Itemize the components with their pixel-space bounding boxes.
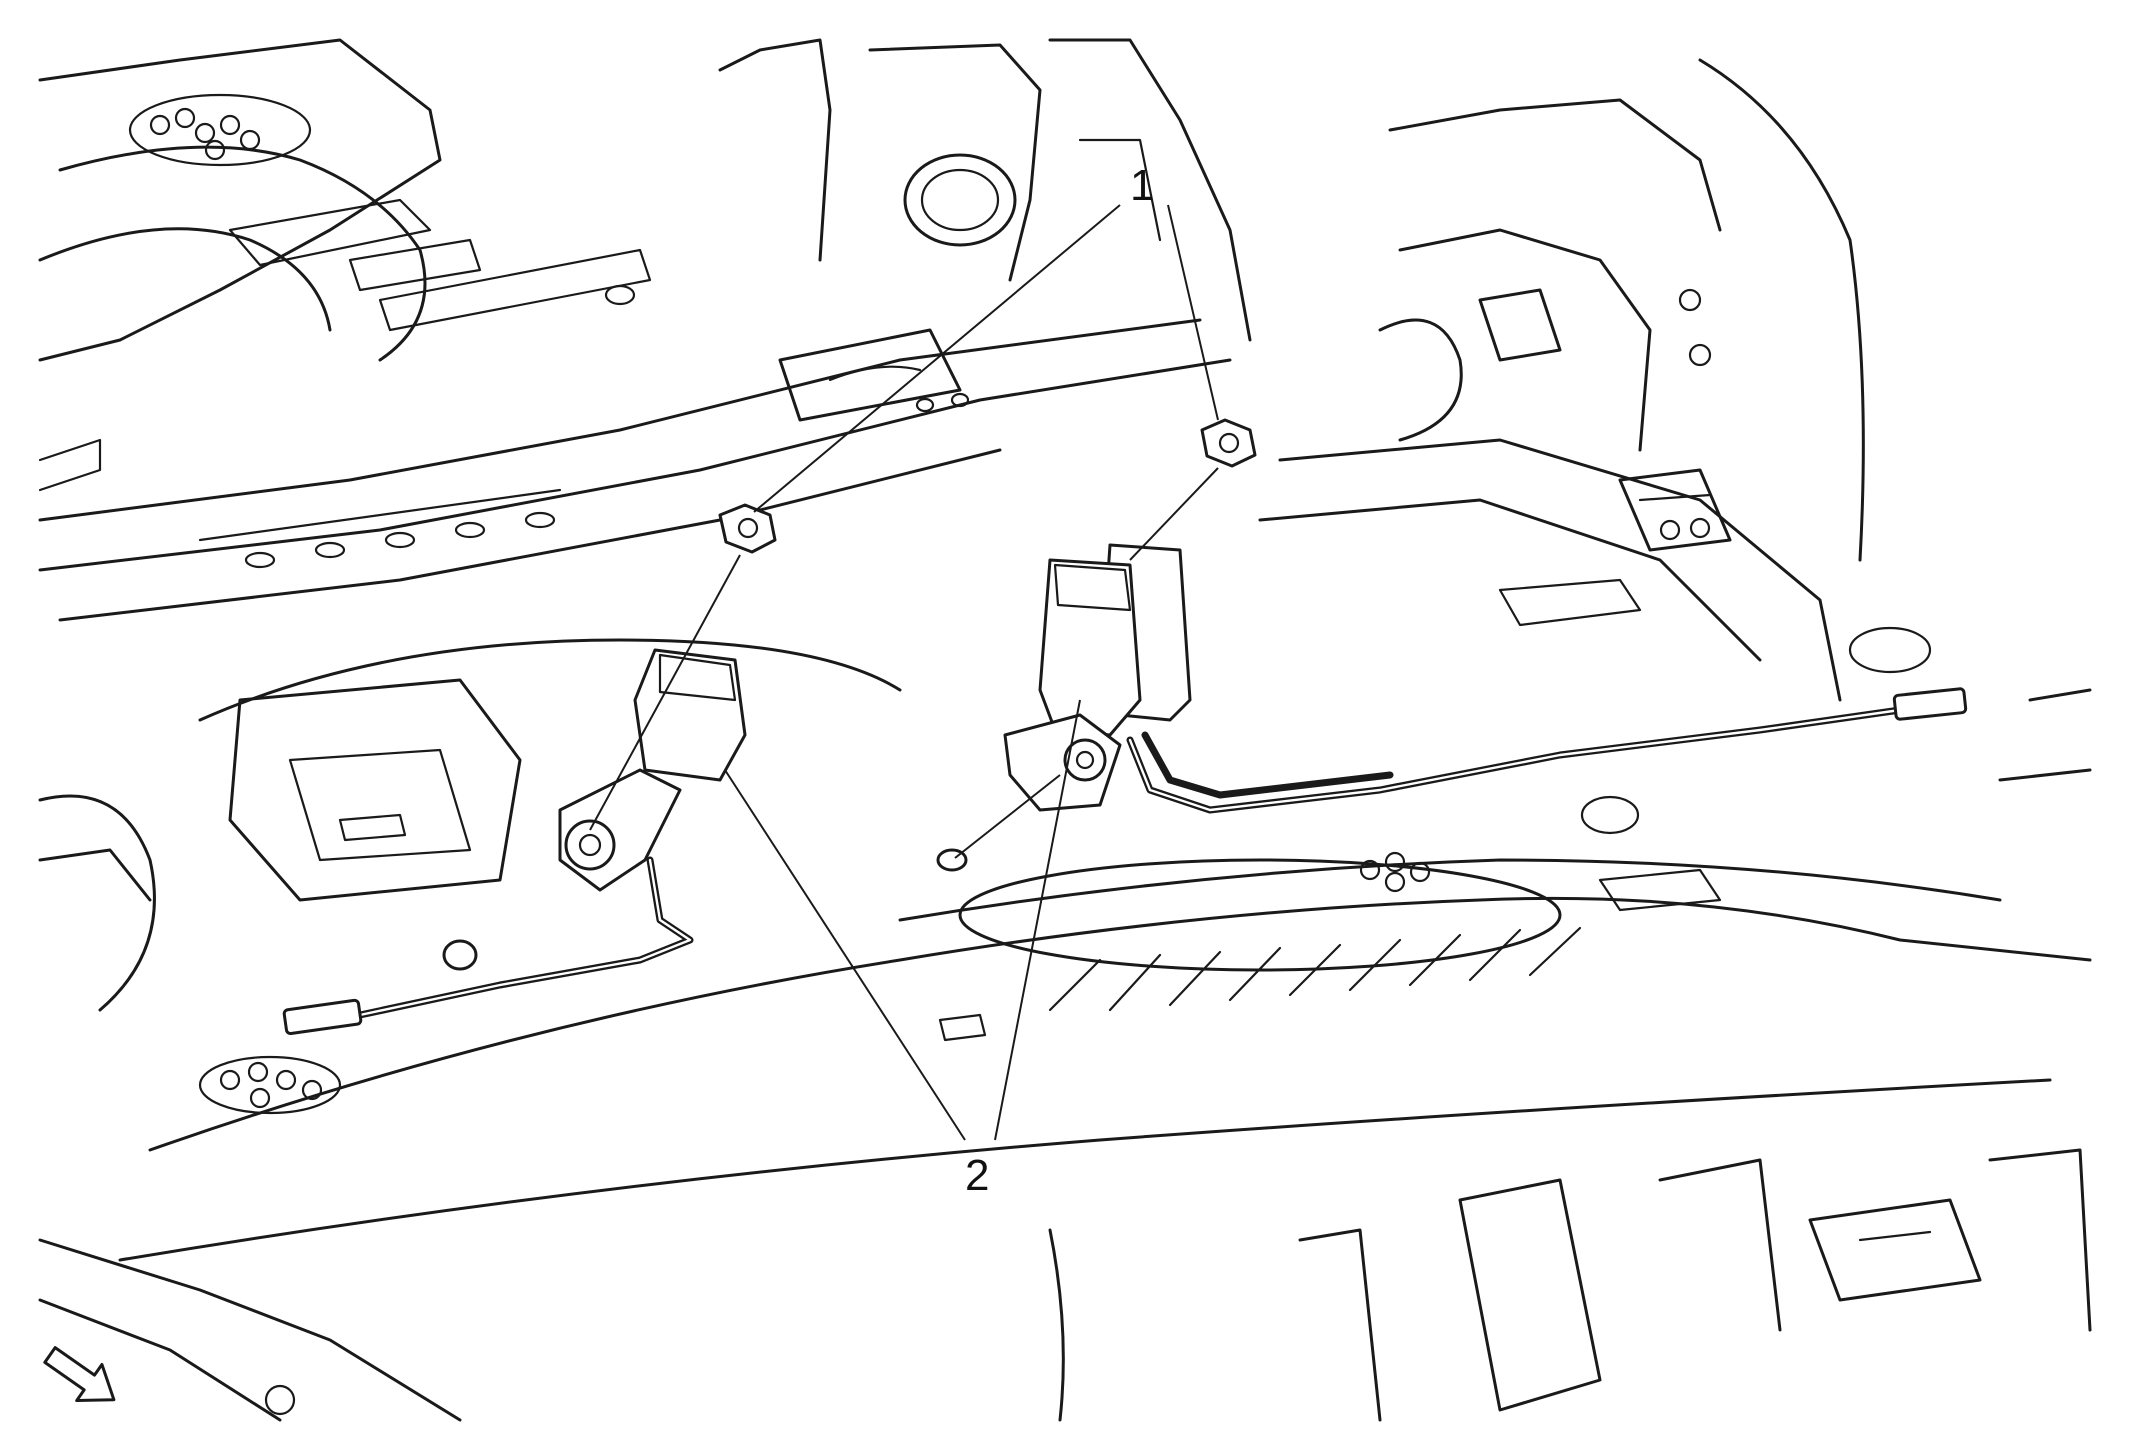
callout-label-2: 2 [965, 1151, 989, 1200]
right-harness-connector [1892, 687, 1968, 721]
right-buckle-assembly [1003, 543, 1968, 814]
right-buckle-anchor-stud [1063, 738, 1107, 782]
hole-cluster-upper [149, 107, 261, 161]
left-harness-connector [282, 998, 363, 1036]
left-buckle-body [633, 648, 747, 782]
left-buckle-anchor-stud [564, 819, 616, 871]
right-retaining-nut [1200, 418, 1257, 468]
hole-cluster-lower [219, 1061, 323, 1109]
callout-label-1: 1 [1130, 161, 1154, 210]
floor-ribs [1048, 926, 1582, 1012]
left-buckle-assembly [282, 648, 747, 1036]
right-buckle-body-front [1038, 558, 1142, 737]
leader-lines [589, 204, 1219, 1141]
left-retaining-nut [718, 503, 777, 554]
right-buckle-bracket [1003, 713, 1122, 812]
hole-cluster-right [1359, 851, 1431, 893]
hole-row-member [244, 511, 556, 569]
floor-pan-structure [38, 38, 2092, 1422]
view-direction-arrow-icon [43, 1346, 116, 1403]
